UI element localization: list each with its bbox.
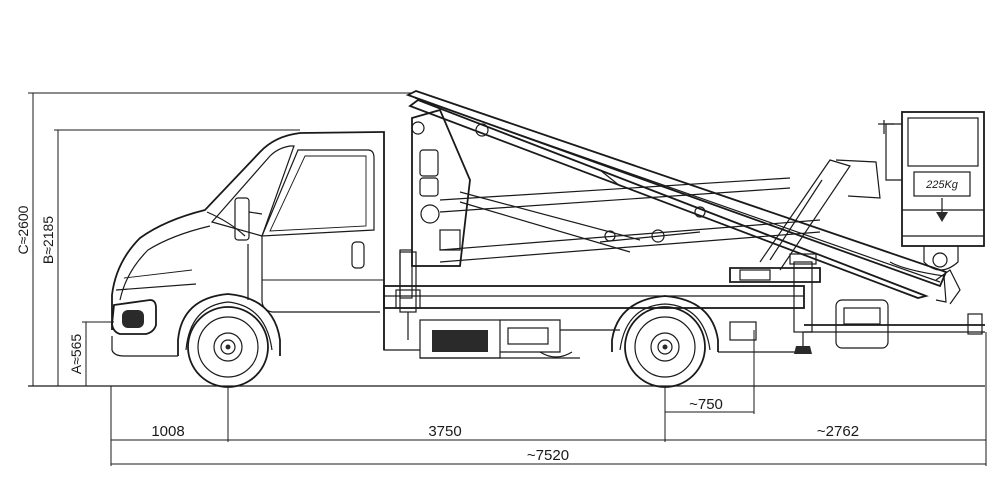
rear-wheel <box>624 306 706 388</box>
front-outrigger <box>399 251 417 340</box>
length-dimensions: ~750 1008 3750 ~2762 ~7520 <box>110 330 987 466</box>
rear-overhang-dim-label: ~2762 <box>817 423 859 440</box>
truck-cab <box>111 131 385 357</box>
work-basket: 225Kg <box>878 111 985 271</box>
height-a-label: A≈565 <box>68 334 84 375</box>
lower-boom <box>439 159 881 283</box>
front-overhang-dim-label: 1008 <box>151 423 184 440</box>
wheelbase-dim-label: 3750 <box>428 423 461 440</box>
main-boom <box>405 90 961 305</box>
rear-outrigger <box>789 253 817 354</box>
height-b-label: B≈2185 <box>40 216 56 264</box>
front-wheel <box>187 306 269 388</box>
basket-capacity-label: 225Kg <box>925 179 959 191</box>
height-dimensions: C≈2600 B≈2185 A≈565 <box>15 92 412 386</box>
rear-extension <box>804 299 985 349</box>
total-length-dim-label: ~7520 <box>527 447 569 464</box>
truck-chassis <box>383 249 805 359</box>
boom-turret <box>411 108 471 267</box>
height-c-label: C≈2600 <box>15 205 31 254</box>
rear-outrigger-dim-label: ~750 <box>689 396 723 413</box>
capacity-plate <box>913 171 971 197</box>
